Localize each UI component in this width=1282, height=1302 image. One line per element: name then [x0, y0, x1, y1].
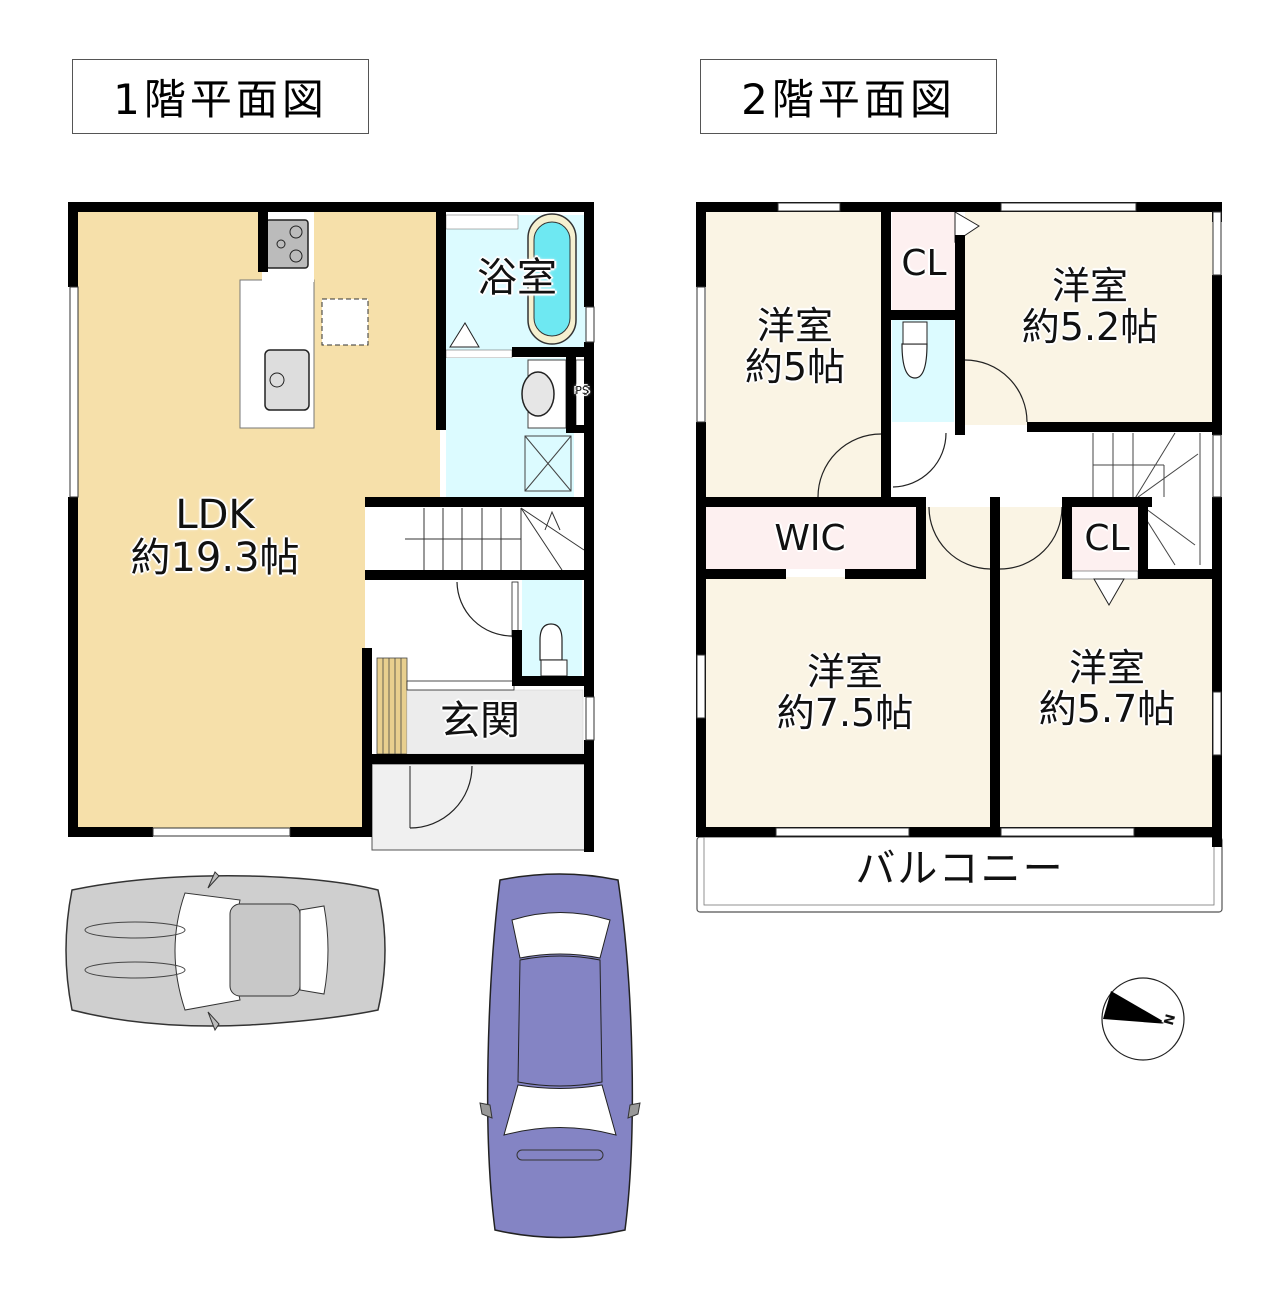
floor1-title: 1階平面図: [72, 59, 369, 134]
entry-door-swing-icon: [409, 765, 473, 829]
western-room-se: [1000, 577, 1214, 827]
western-sw-label: 洋室 約7.5帖: [730, 650, 960, 736]
burner-icon: [289, 249, 303, 263]
door-swing-icon: [928, 506, 991, 570]
western-se-name: 洋室: [1068, 646, 1145, 690]
walls-floor1: [68, 202, 594, 852]
kitchen-sink-icon: [264, 349, 310, 411]
washer-space: [524, 435, 572, 492]
door-swing-icon: [817, 433, 882, 498]
western-sw-size: 約7.5帖: [776, 691, 914, 736]
ldk-name: LDK: [175, 492, 255, 538]
wic-floor: [706, 507, 916, 569]
western-room-nw: [706, 210, 884, 497]
closet-s-door: [1071, 570, 1139, 580]
windows-floor2: [696, 202, 1222, 837]
floor1-plan: [68, 202, 595, 852]
ldk-label: LDK 約19.3帖: [95, 492, 335, 582]
walls-floor2: [696, 202, 1222, 847]
western-se-label: 洋室 約5.7帖: [1002, 646, 1212, 732]
toilet-2f-tank: [902, 321, 928, 345]
burner-icon: [276, 239, 286, 249]
washer-cross: [524, 435, 572, 492]
western-nw-size: 約5帖: [744, 345, 846, 390]
floor1-title-text: 1階平面図: [113, 75, 328, 124]
floor2-title-text: 2階平面図: [741, 75, 956, 124]
bathtub-water: [533, 221, 571, 337]
shoe-cabinet-lines: [382, 658, 402, 754]
western-ne-size: 約5.2帖: [1021, 305, 1159, 350]
door-swing-icon: [999, 506, 1063, 570]
door-leaf: [511, 581, 519, 638]
shoe-cabinet: [376, 657, 408, 755]
closet-n: [892, 210, 957, 310]
bath-door-strip: [445, 349, 513, 359]
fridge-space: [321, 298, 369, 346]
bath-wall-strip: [445, 214, 519, 230]
closet-s: [1072, 507, 1138, 571]
ldk-floor: [78, 210, 440, 830]
toilet-2f-icon: [901, 343, 928, 379]
stair-steps: [405, 507, 585, 571]
closet-s-label: CL: [1084, 518, 1130, 559]
car-blue-icon: [479, 873, 641, 1239]
wic-label: WIC: [774, 518, 846, 559]
entrance-label: 玄関: [440, 698, 520, 744]
door-arrow-icon: [954, 211, 980, 243]
bath-label: 浴室: [477, 255, 557, 301]
toilet-tank: [540, 659, 568, 677]
western-room-ne: [965, 210, 1215, 425]
drain-icon: [269, 372, 285, 388]
washbasin-icon: [521, 371, 555, 417]
compass-icon: [1101, 977, 1185, 1061]
ps-label: PS: [575, 384, 589, 397]
kitchen-stove-icon: [265, 219, 309, 269]
western-room-sw: [706, 577, 990, 827]
door-arrow-icon: [449, 322, 480, 348]
porch: [371, 763, 587, 851]
western-nw-label: 洋室 約5帖: [710, 304, 880, 390]
ldk-size: 約19.3帖: [130, 535, 300, 582]
burner-icon: [289, 225, 303, 239]
door-swing-icon: [964, 359, 1028, 423]
door-swing-icon: [456, 581, 513, 637]
entrance-floor: [406, 689, 584, 755]
floor2-title: 2階平面図: [700, 59, 997, 134]
western-sw-name: 洋室: [806, 650, 883, 694]
entrance-step: [406, 680, 515, 691]
toilet-icon: [539, 623, 563, 661]
western-nw-name: 洋室: [756, 304, 833, 348]
western-ne-label: 洋室 約5.2帖: [985, 264, 1195, 350]
car-gray-icon: [65, 871, 386, 1032]
door-swing-icon: [892, 432, 947, 488]
closet-n-label: CL: [901, 243, 947, 284]
floor2-plan: [696, 202, 1223, 913]
western-se-size: 約5.7帖: [1038, 687, 1176, 732]
windows-floor1: [69, 286, 595, 837]
western-ne-name: 洋室: [1051, 264, 1128, 308]
balcony-label: バルコニー: [855, 846, 1065, 892]
door-arrow-icon: [1093, 578, 1125, 607]
